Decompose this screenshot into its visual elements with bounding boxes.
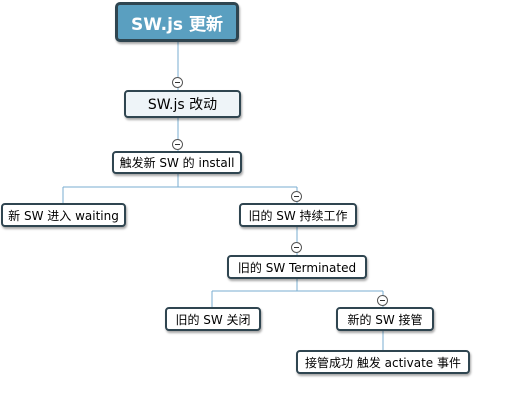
node-new-sw-waiting[interactable]: 新 SW 进入 waiting	[1, 203, 126, 227]
root-node[interactable]: SW.js 更新	[115, 2, 239, 42]
node-old-sw-close[interactable]: 旧的 SW 关闭	[165, 307, 261, 331]
node-activate-event[interactable]: 接管成功 触发 activate 事件	[296, 350, 470, 374]
node-sw-change[interactable]: SW.js 改动	[124, 90, 241, 118]
collapse-toggle-icon[interactable]	[172, 139, 183, 150]
collapse-toggle-icon[interactable]	[377, 295, 388, 306]
node-new-sw-takeover[interactable]: 新的 SW 接管	[336, 307, 434, 331]
node-trigger-install[interactable]: 触发新 SW 的 install	[112, 151, 242, 174]
collapse-toggle-icon[interactable]	[172, 77, 183, 88]
node-old-sw-continue[interactable]: 旧的 SW 持续工作	[239, 203, 357, 227]
collapse-toggle-icon[interactable]	[291, 191, 302, 202]
collapse-toggle-icon[interactable]	[291, 242, 302, 253]
node-old-sw-terminated[interactable]: 旧的 SW Terminated	[227, 255, 367, 279]
